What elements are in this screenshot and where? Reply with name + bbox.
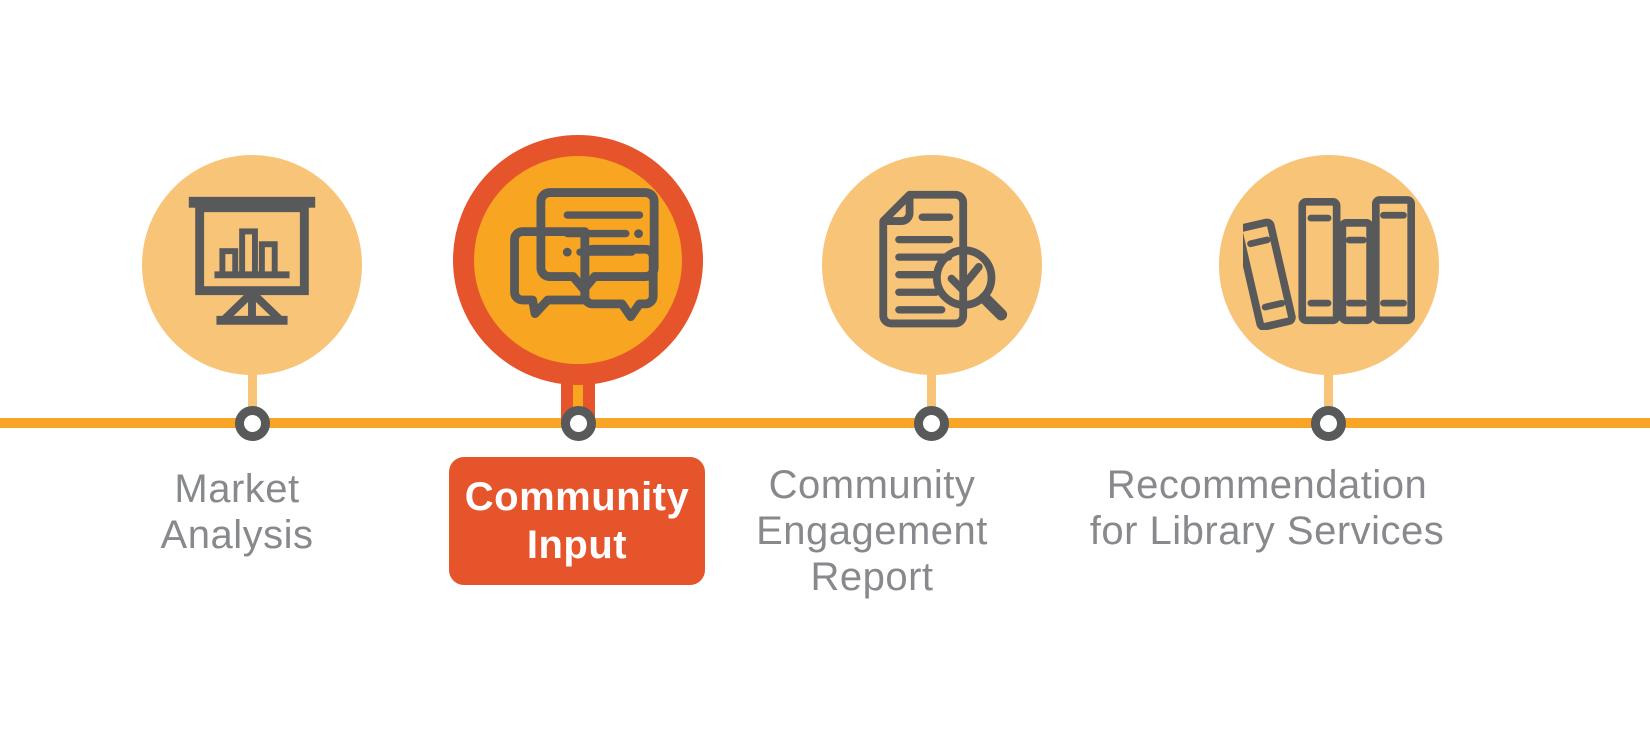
document-search-check-icon <box>854 185 1010 346</box>
stage-connector <box>248 368 257 422</box>
stage-label-market-analysis: Market Analysis <box>160 467 314 557</box>
timeline-line <box>0 418 1650 428</box>
speech-bubbles-icon <box>495 183 661 338</box>
stage-connector <box>1324 368 1333 422</box>
active-stage-badge-community-input: Community Input <box>449 457 705 585</box>
stage-label-recommendation-for-library-services: Recommendation for Library Services <box>1089 463 1445 553</box>
stage-circle-active <box>453 135 703 385</box>
timeline-node <box>235 406 270 441</box>
timeline-node <box>1311 406 1346 441</box>
timeline-node <box>914 406 949 441</box>
stage-circle <box>142 155 362 375</box>
stage-connector-core <box>573 370 583 424</box>
presentation-bar-chart-icon <box>173 184 331 347</box>
stage-label-community-engagement-report: Community Engagement Report <box>756 463 988 599</box>
stage-connector <box>927 368 936 422</box>
stage-circle <box>1219 155 1439 375</box>
stage-circle <box>822 155 1042 375</box>
bookshelf-icon <box>1235 195 1415 335</box>
timeline-node <box>561 406 596 441</box>
